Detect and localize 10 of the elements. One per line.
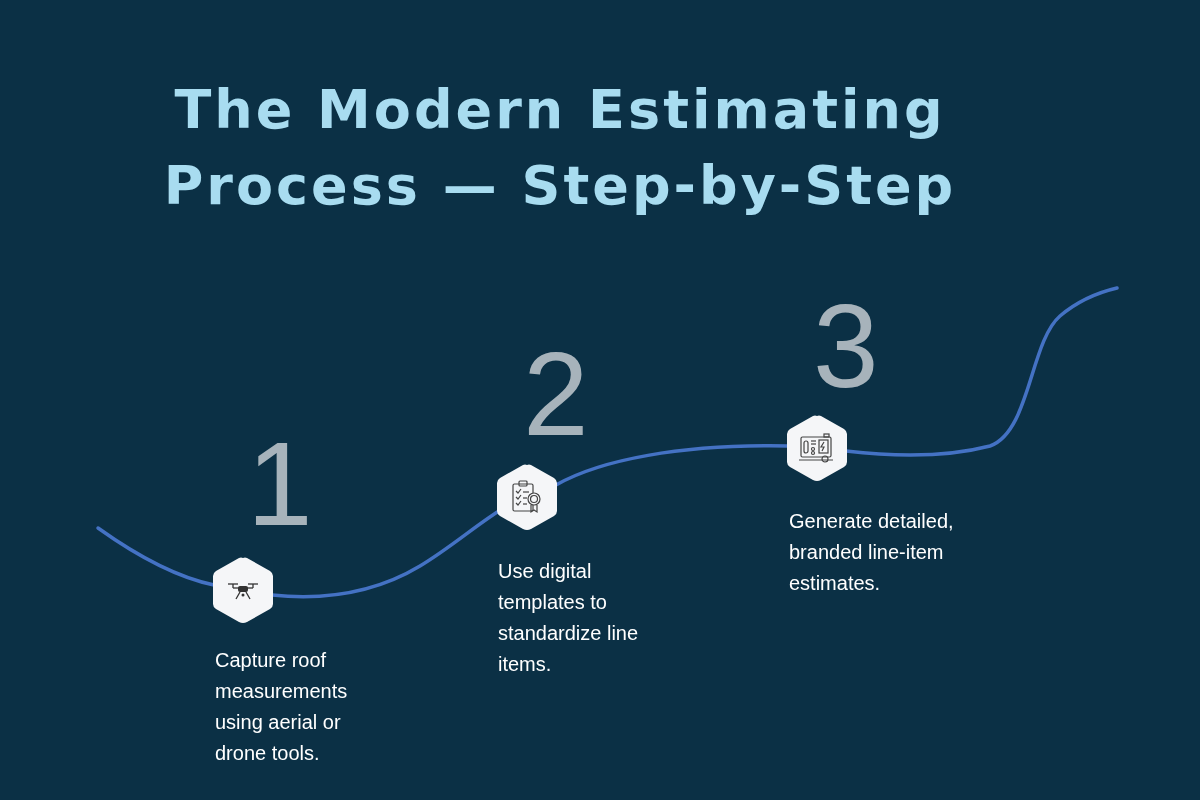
step-number: 3 [813,287,879,405]
title: The Modern Estimating Process — Step-by-Step [162,77,958,219]
hexagon-badge [787,415,847,481]
step-description: Use digital templates to standardize line items. [498,559,640,677]
step-description: Generate detailed, branded line-item estimates. [789,509,955,596]
step-number: 2 [523,335,589,453]
step-description: Capture roof measurements using aerial or drone tools. [215,648,349,766]
hexagon-badge [497,464,557,530]
hexagon-badge [213,557,273,623]
step-number: 1 [247,425,313,543]
